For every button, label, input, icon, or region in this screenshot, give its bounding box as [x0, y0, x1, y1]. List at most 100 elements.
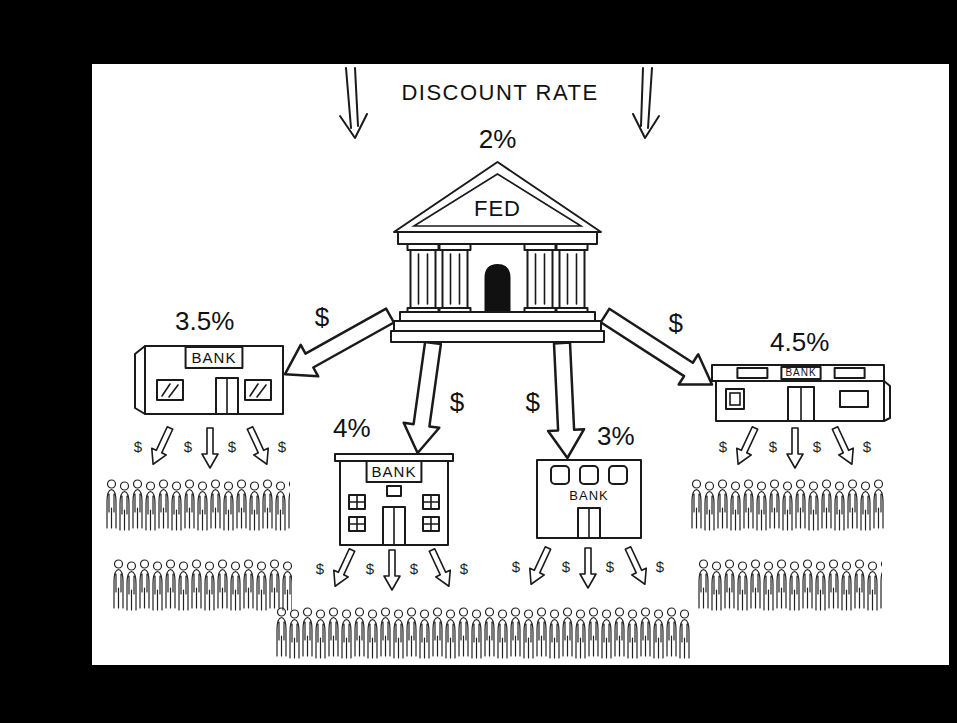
down-arrow — [633, 68, 659, 138]
crowd — [697, 558, 882, 612]
small-arrow — [731, 425, 762, 468]
bank-window — [349, 495, 365, 509]
window-pane — [730, 393, 740, 405]
door-split — [226, 378, 228, 414]
bank-door — [578, 508, 600, 538]
bank-building: 3.5%BANK — [133, 340, 285, 416]
money-sign: $ — [228, 439, 236, 454]
window-bar — [349, 523, 365, 525]
column-flute — [459, 254, 461, 304]
money-sign: $ — [134, 439, 142, 454]
bank-roof — [335, 454, 453, 461]
step — [391, 331, 604, 342]
interest-rate: 4.5% — [770, 329, 829, 355]
money-label: $ — [315, 304, 329, 330]
small-arrow — [328, 547, 359, 590]
window-glint — [250, 384, 258, 396]
fed-building: 2%FED — [390, 160, 605, 343]
bank-window — [245, 380, 271, 400]
bank-window — [726, 389, 744, 409]
bank-window — [551, 466, 569, 484]
bank-sign: BANK — [569, 489, 608, 502]
bank-window — [157, 380, 183, 400]
small-arrow — [621, 545, 652, 588]
step — [400, 312, 595, 321]
diagram-title: DISCOUNT RATE — [401, 82, 598, 104]
interest-rate: 2% — [479, 126, 517, 152]
small-arrow — [580, 548, 596, 588]
window-bar — [349, 501, 365, 503]
bank-body — [716, 381, 884, 421]
money-sign: $ — [366, 561, 374, 576]
bank-body — [340, 460, 448, 545]
bank-window — [349, 517, 365, 531]
crowd — [112, 558, 292, 612]
bank-front — [145, 346, 283, 414]
money-sign: $ — [316, 561, 324, 576]
bank-building: 3%BANK — [535, 458, 643, 540]
small-arrow — [425, 547, 456, 590]
bank-sign: BANK — [785, 368, 816, 378]
bank-door — [216, 378, 238, 414]
bank-sign-board — [781, 367, 820, 379]
bank-window — [423, 517, 439, 531]
small-arrow — [524, 545, 555, 588]
money-sign: $ — [863, 439, 871, 454]
money-label: $ — [669, 310, 683, 336]
money-arrow — [548, 343, 584, 458]
money-label: $ — [450, 389, 464, 415]
small-arrow — [384, 550, 400, 590]
column-flute — [544, 254, 546, 304]
money-sign: $ — [813, 439, 821, 454]
small-arrow — [202, 428, 218, 468]
money-arrow — [285, 309, 394, 377]
door-split — [588, 508, 590, 538]
money-sign: $ — [769, 439, 777, 454]
crowd — [105, 478, 290, 532]
down-arrow — [340, 68, 367, 138]
money-sign: $ — [656, 559, 664, 574]
column-flute — [427, 254, 429, 304]
column-shaft — [411, 250, 436, 308]
money-arrow — [404, 342, 441, 453]
crowd — [690, 478, 885, 532]
column-flute — [450, 254, 452, 304]
bank-window — [580, 466, 598, 484]
interest-rate: 4% — [333, 415, 371, 441]
money-sign: $ — [512, 559, 520, 574]
entablature — [398, 232, 597, 244]
bank-side — [884, 381, 890, 421]
bank-door — [383, 507, 405, 545]
money-sign: $ — [278, 439, 286, 454]
pediment-inner — [414, 174, 581, 226]
bank-sign-board — [367, 461, 422, 482]
window-bar — [423, 523, 439, 525]
door-split — [800, 387, 802, 421]
crowds — [105, 478, 885, 660]
window-bar — [423, 501, 439, 503]
small-arrow — [146, 425, 177, 468]
interest-rate: 3% — [597, 423, 635, 449]
bank-side — [135, 346, 145, 414]
small-arrow — [243, 425, 274, 468]
bank-window — [609, 466, 627, 484]
money-sign: $ — [562, 559, 570, 574]
pediment — [394, 162, 601, 232]
bank-sign: BANK — [372, 464, 417, 479]
column-shaft — [528, 250, 553, 308]
small-arrows — [146, 425, 859, 590]
step — [394, 321, 601, 331]
bank-sign-board — [186, 347, 243, 368]
roof-panel — [737, 368, 767, 378]
building-sign: FED — [474, 198, 521, 220]
small-arrow — [828, 425, 859, 468]
bank-window — [387, 486, 401, 496]
column-flute — [576, 254, 578, 304]
column-flute — [418, 254, 420, 304]
door-split — [393, 507, 395, 545]
column-shaft — [443, 250, 468, 308]
bank-window — [423, 495, 439, 509]
money-sign: $ — [606, 559, 614, 574]
fed-outline — [390, 160, 605, 343]
column-flute — [535, 254, 537, 304]
